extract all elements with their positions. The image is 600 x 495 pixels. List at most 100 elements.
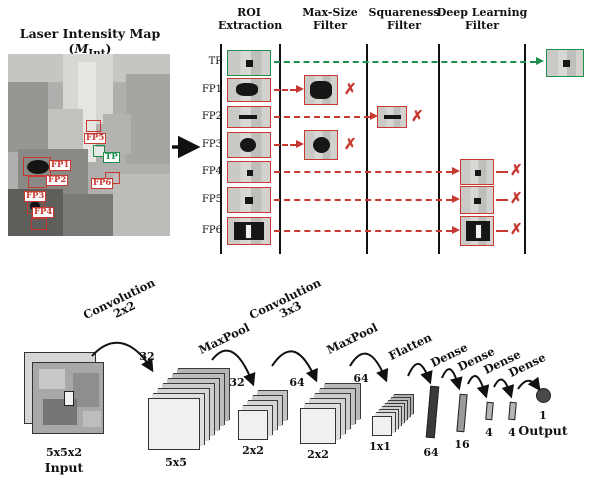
op-line: Flatten <box>386 330 435 363</box>
cnn-op-label-flatten: Flatten <box>386 330 435 363</box>
row-label-fp1: FP1 <box>201 84 222 95</box>
cnn-op-label-maxpool2: MaxPool <box>324 320 380 357</box>
map-title-variable: M <box>74 41 89 56</box>
cnn-op-label-convolution2: Convolution 3x3 <box>247 275 328 332</box>
cnn-pool1-size: 2x2 <box>242 444 264 457</box>
op-line: MaxPool <box>324 320 380 357</box>
roi-patch-tp <box>227 50 271 76</box>
cnn-conv1-size: 5x5 <box>165 456 187 469</box>
cnn-flatten-vector-bar <box>425 385 440 439</box>
cnn-dense2-bar <box>485 401 494 421</box>
map-title-close: ) <box>105 41 112 56</box>
tp-accept-arrowhead-icon <box>536 57 544 65</box>
column-header-squareness-filter: Squareness Filter <box>362 6 446 32</box>
blob <box>247 170 253 176</box>
reject-x-icon: ✗ <box>510 220 523 238</box>
map-region-label-fp2: FP2 <box>46 175 69 186</box>
column-header-max-size-filter: Max-Size Filter <box>288 6 372 32</box>
laser-intensity-map: FP5 TP FP1 FP2 FP6 FP3 FP4 <box>8 54 170 236</box>
map-roi-marker-fp1 <box>23 157 51 176</box>
roi-patch-fp2 <box>227 106 271 128</box>
fp6-reject-arrow <box>274 230 452 232</box>
row-label-fp5: FP5 <box>201 194 222 205</box>
fp4-arrowhead-icon <box>452 167 460 175</box>
blob <box>239 115 257 119</box>
op-line: MaxPool <box>196 320 252 357</box>
fp1-reject-arrow <box>274 89 296 91</box>
cnn-output-size: 1 <box>539 409 547 422</box>
cnn-dense2-size: 4 <box>485 426 493 439</box>
roi-patch-fp6 <box>227 217 271 245</box>
filtered-patch-fp3 <box>304 130 338 160</box>
blob <box>245 224 252 239</box>
blob <box>240 138 256 152</box>
filtered-patch-fp6 <box>460 216 494 246</box>
row-label-fp6: FP6 <box>201 225 222 236</box>
filtered-patch-fp2 <box>377 106 407 128</box>
header-line: Filter <box>464 19 500 33</box>
filtered-patch-fp5 <box>460 186 494 214</box>
cnn-conv1-feature-stack <box>148 398 200 450</box>
map-region-label-tp: TP <box>103 152 120 163</box>
header-line: Filter <box>312 19 348 33</box>
blob <box>475 170 481 176</box>
header-line: Extraction <box>218 19 283 33</box>
column-divider-line <box>524 44 526 254</box>
roi-patch-fp1 <box>227 78 271 102</box>
cnn-pool2-size: 1x1 <box>369 440 391 453</box>
row-label-fp2: FP2 <box>201 111 222 122</box>
fp6-post-arrow <box>496 230 508 232</box>
blob <box>475 224 482 239</box>
blob <box>313 137 330 153</box>
filtered-patch-fp1 <box>304 75 338 105</box>
map-roi-marker-fp4 <box>31 218 47 230</box>
map-roi-marker-fp5 <box>86 120 101 132</box>
blob <box>39 369 65 389</box>
header-line: Squareness <box>368 6 440 19</box>
cnn-dense3-size: 4 <box>508 426 516 439</box>
cnn-pool1-count: 32 <box>229 376 245 389</box>
map-roi-marker-fp2 <box>28 176 47 188</box>
cnn-conv2-count: 64 <box>289 376 305 389</box>
map-region-label-fp4: FP4 <box>32 207 55 218</box>
fp1-arrowhead-icon <box>296 85 304 93</box>
cnn-conv1-count: 32 <box>139 350 155 363</box>
header-line: Deep Learning <box>436 6 528 19</box>
cnn-flow-arrows <box>91 341 541 399</box>
cnn-pool2-count: 64 <box>353 372 369 385</box>
fp2-arrowhead-icon <box>370 112 378 120</box>
row-label-fp3: FP3 <box>201 139 222 150</box>
column-header-deep-learning-filter: Deep Learning Filter <box>434 6 530 32</box>
map-title-text: Laser Intensity Map ( <box>19 26 161 56</box>
cnn-input-front-layer <box>32 362 104 434</box>
cnn-dense3-bar <box>508 401 517 421</box>
fp3-reject-arrow <box>274 144 296 146</box>
map-region-label-fp5: FP5 <box>84 133 107 144</box>
fp3-arrowhead-icon <box>296 140 304 148</box>
cnn-conv2-feature-stack <box>300 408 336 444</box>
row-label-fp4: FP4 <box>201 166 222 177</box>
column-divider-line <box>279 44 281 254</box>
cnn-dense1-bar <box>456 393 468 433</box>
blob <box>236 83 258 96</box>
column-divider-line <box>366 44 368 254</box>
map-region-label-fp6: FP6 <box>91 178 114 189</box>
fp4-reject-arrow <box>274 171 452 173</box>
cnn-output-label: Output <box>518 423 568 438</box>
fp6-arrowhead-icon <box>452 226 460 234</box>
cnn-op-label-maxpool1: MaxPool <box>196 320 252 357</box>
cnn-pool2-feature-stack <box>372 416 392 436</box>
cnn-pool1-feature-stack <box>238 410 268 440</box>
blob <box>474 198 481 204</box>
blob <box>246 60 253 67</box>
blob <box>83 411 101 427</box>
fp4-post-arrow <box>496 171 508 173</box>
map-region-label-fp1: FP1 <box>49 160 72 171</box>
map-roi-marker-tp <box>93 145 105 157</box>
reject-x-icon: ✗ <box>344 80 357 98</box>
blob <box>73 373 99 407</box>
row-label-tp: TP <box>208 56 222 67</box>
reject-x-icon: ✗ <box>411 107 424 125</box>
header-line: ROI <box>237 6 261 19</box>
